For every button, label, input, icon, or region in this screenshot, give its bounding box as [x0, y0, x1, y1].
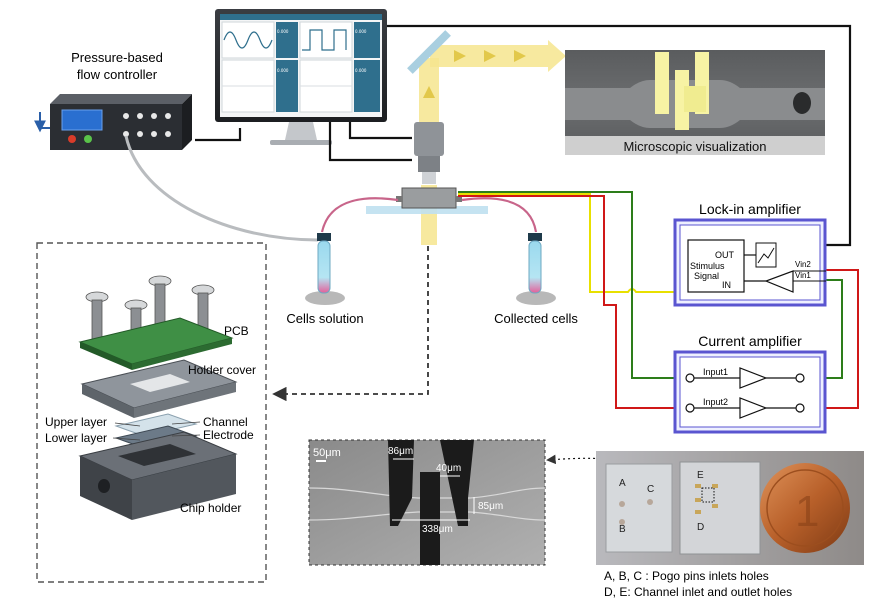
supply-tubing	[124, 135, 319, 242]
pressure-flow-controller	[34, 94, 192, 150]
electrode-label: Electrode	[203, 428, 254, 442]
lower-layer-label: Lower layer	[45, 431, 107, 445]
microscopic-visualization-image	[565, 50, 825, 155]
microscope-objective	[414, 122, 444, 184]
cells-solution-vial	[305, 233, 345, 305]
hole-e-label: E	[697, 470, 704, 481]
flow-controller-label-line2: flow controller	[77, 67, 158, 82]
lockin-vin1-label: Vin1	[795, 271, 811, 280]
scale-bar-label: 50μm	[313, 447, 341, 459]
dimension-338um: 338μm	[422, 524, 453, 535]
monitor-readout-4: 0.000	[355, 68, 367, 73]
svg-text:1: 1	[795, 487, 819, 536]
dimension-85um: 85μm	[478, 501, 503, 512]
flow-controller-label-line1: Pressure-based	[71, 50, 163, 65]
current-amplifier-box	[673, 350, 827, 434]
upper-layer-label: Upper layer	[45, 415, 107, 429]
monitor-readout-1: 0.000	[277, 29, 289, 34]
hole-d-label: D	[697, 522, 704, 533]
pcb-layer	[78, 317, 234, 370]
lockin-vin2-label: Vin2	[795, 260, 811, 269]
chip-holder-label: Chip holder	[180, 501, 241, 515]
cells-solution-label: Cells solution	[286, 311, 363, 326]
dimension-86um: 86μm	[388, 446, 413, 457]
lockin-signal-label: Signal	[694, 271, 719, 281]
monitor-cables	[195, 24, 852, 247]
input2-label: Input2	[703, 397, 728, 407]
monitor-readout-3: 0.000	[277, 68, 289, 73]
current-amplifier-title: Current amplifier	[698, 333, 802, 349]
computer-monitor	[215, 9, 387, 145]
lockin-stimulus-label: Stimulus	[690, 261, 725, 271]
hole-b-label: B	[619, 524, 626, 535]
input1-label: Input1	[703, 367, 728, 377]
outlet-tubing	[461, 197, 538, 233]
dimension-40um: 40μm	[436, 463, 461, 474]
inlet-tubing	[320, 197, 399, 233]
light-path	[407, 30, 566, 245]
lockin-out-label: OUT	[715, 250, 735, 260]
signal-wires	[458, 191, 859, 409]
chip-on-stage	[366, 187, 488, 214]
caption-channel-holes: D, E: Channel inlet and outlet holes	[604, 585, 792, 599]
upper-layer-glass	[114, 413, 198, 437]
pcb-label: PCB	[224, 324, 249, 338]
lockin-title: Lock-in amplifier	[699, 201, 801, 217]
microscopic-visualization-label: Microscopic visualization	[623, 139, 766, 154]
channel-micrograph	[308, 439, 546, 566]
channel-label: Channel	[203, 415, 248, 429]
exploded-view-leaders	[112, 421, 201, 441]
chip-holder-block	[78, 431, 238, 520]
monitor-readout-2: 0.000	[355, 29, 367, 34]
caption-pogo-pins: A, B, C : Pogo pins inlets holes	[604, 569, 769, 583]
collected-cells-label: Collected cells	[494, 311, 578, 326]
exploded-view-arrow	[272, 246, 429, 402]
chip-photo: 1	[596, 451, 864, 565]
collected-cells-vial	[516, 233, 556, 305]
hole-c-label: C	[647, 484, 654, 495]
holder-cover-layer	[80, 359, 238, 418]
holder-cover-label: Holder cover	[188, 363, 256, 377]
hole-a-label: A	[619, 478, 626, 489]
lockin-in-label: IN	[722, 280, 731, 290]
lock-in-amplifier-box	[673, 218, 827, 307]
